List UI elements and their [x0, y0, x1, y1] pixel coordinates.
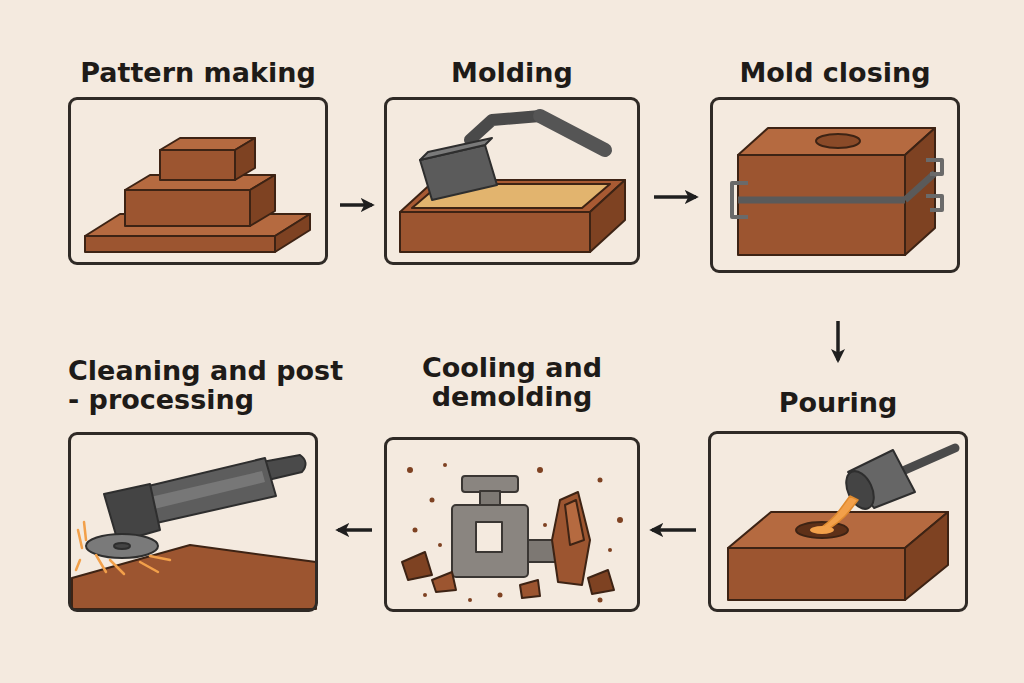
flow-arrow: [338, 528, 372, 532]
step-title: Mold closing: [739, 58, 930, 88]
flow-arrow: [654, 195, 696, 199]
process-panel: Pouring: [708, 431, 968, 612]
step-title: Molding: [451, 58, 573, 88]
flow-arrow: [340, 203, 372, 207]
angle-grinder-part: [104, 484, 160, 542]
step-title: Cleaning and post - processing: [68, 356, 358, 415]
sand-shards-part: [552, 492, 590, 585]
process-panel: Cleaning and post - processing: [68, 432, 318, 612]
angle-grinder: [86, 455, 306, 558]
pour-mold: [728, 512, 948, 600]
stepped-pattern: [85, 138, 310, 252]
closed-mold-part: [738, 197, 905, 204]
ladle-part: [810, 526, 834, 534]
closed-mold-part: [732, 183, 748, 217]
rammer-tool: [420, 116, 605, 200]
raw-casting-part: [452, 505, 528, 577]
sand-grains-part: [423, 593, 427, 597]
ladle-part: [905, 448, 955, 470]
sand-grains-part: [438, 543, 442, 547]
angle-grinder-part: [146, 471, 265, 510]
raw-casting-part: [480, 491, 500, 505]
step-title: Pouring: [779, 388, 898, 418]
stepped-pattern-part: [125, 190, 250, 226]
rammer-tool-part: [470, 116, 540, 140]
closed-mold-part: [926, 196, 942, 210]
closed-mold-part: [905, 128, 935, 255]
sand-grains-part: [543, 523, 547, 527]
sand-shards-part: [588, 570, 614, 594]
flow-arrow: [652, 528, 696, 532]
sand-grains-part: [498, 593, 503, 598]
sand-grains-part: [413, 528, 418, 533]
sparks-part: [150, 556, 170, 560]
sand-grains-part: [430, 498, 435, 503]
sand-grains-part: [407, 467, 413, 473]
pour-mold-part: [796, 522, 848, 538]
rammer-tool-part: [420, 138, 492, 160]
ladle: [810, 448, 955, 534]
pour-mold-part: [728, 548, 905, 600]
step-title: Cooling and demolding: [397, 353, 627, 412]
raw-casting-part: [476, 522, 502, 552]
closed-mold-part: [738, 128, 935, 155]
process-panel: Cooling and demolding: [384, 437, 640, 612]
sand-shards-part: [565, 500, 584, 545]
process-panel: Molding: [384, 97, 640, 265]
sand-flask-part: [590, 180, 625, 252]
closed-mold-part: [926, 160, 942, 174]
step-title: Pattern making: [80, 58, 315, 88]
sand-shards-part: [432, 572, 456, 592]
sand-grains: [407, 463, 623, 603]
stepped-pattern-part: [250, 175, 275, 226]
sand-grains-part: [608, 548, 612, 552]
stepped-pattern-part: [160, 150, 235, 180]
ladle-part: [818, 496, 858, 530]
sand-grains-part: [617, 517, 623, 523]
sand-shards-part: [402, 552, 432, 580]
raw-casting: [452, 476, 562, 577]
stepped-pattern-part: [85, 236, 275, 252]
sand-flask-part: [400, 212, 590, 252]
sparks-part: [110, 560, 124, 574]
flow-arrow: [836, 321, 840, 360]
sand-grains-part: [468, 598, 472, 602]
sand-shards: [402, 492, 614, 598]
raw-casting-part: [462, 476, 518, 492]
angle-grinder-part: [140, 458, 276, 524]
closed-mold-part: [816, 134, 860, 148]
process-panel: Mold closing: [710, 97, 960, 273]
sand-shards-part: [520, 580, 540, 598]
stepped-pattern-part: [235, 138, 255, 180]
angle-grinder-part: [114, 543, 130, 549]
sand-grains-part: [537, 467, 543, 473]
sand-grains-part: [598, 478, 603, 483]
sparks-part: [76, 560, 80, 570]
sparks-part: [140, 562, 158, 572]
closed-mold: [732, 128, 942, 255]
sparks-part: [78, 530, 82, 548]
rammer-tool-part: [540, 116, 605, 150]
process-panel: Pattern making: [68, 97, 328, 265]
sand-grains-part: [598, 598, 603, 603]
sand-grains-part: [443, 463, 447, 467]
sparks-part: [96, 555, 106, 572]
sparks: [76, 522, 170, 574]
sparks-part: [84, 522, 86, 540]
closed-mold-part: [738, 155, 905, 255]
pour-mold-part: [905, 512, 948, 600]
stepped-pattern-part: [275, 214, 310, 252]
